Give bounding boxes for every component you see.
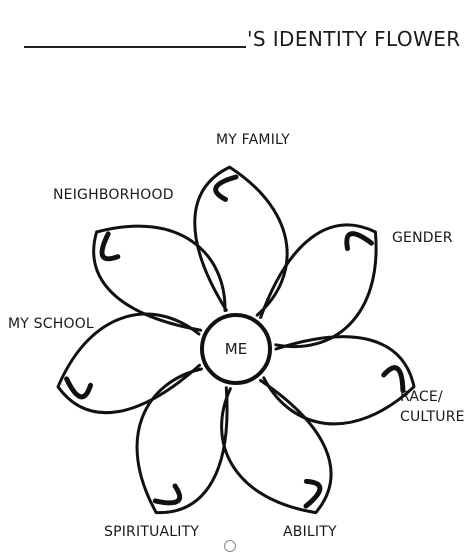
petal-outline-right bbox=[262, 335, 416, 426]
title-suffix: 'S IDENTITY FLOWER bbox=[247, 27, 461, 51]
petal-stroke-left bbox=[64, 376, 93, 400]
petal-label-spirituality: SPIRITUALITY bbox=[104, 524, 200, 540]
petal-stroke-bottom-right bbox=[303, 478, 323, 509]
petal-stroke-right bbox=[381, 365, 406, 394]
flower-petals bbox=[56, 165, 416, 515]
page-scroll-handle[interactable] bbox=[224, 540, 236, 552]
worksheet-title: 'S IDENTITY FLOWER bbox=[24, 22, 461, 52]
petal-outline-left bbox=[56, 312, 201, 415]
petal-outline-upper-right bbox=[259, 223, 378, 349]
petal-outline-upper-left bbox=[92, 224, 227, 332]
petal-label-race: RACE/ bbox=[400, 389, 443, 405]
petal-stroke-upper-right bbox=[344, 231, 374, 252]
name-blank-line[interactable] bbox=[24, 46, 246, 48]
petal-stroke-upper-left bbox=[99, 231, 121, 262]
petal-label-neighborhood: NEIGHBORHOOD bbox=[53, 187, 174, 203]
center-circle bbox=[200, 313, 272, 385]
center-label-me: ME bbox=[224, 340, 248, 358]
petal-label-culture: CULTURE bbox=[400, 409, 465, 425]
petal-outline-bottom-left bbox=[135, 367, 229, 515]
petal-stroke-top bbox=[213, 174, 239, 202]
petal-label-gender: GENDER bbox=[392, 230, 453, 246]
petal-outline-top bbox=[193, 165, 289, 317]
petal-stroke-bottom-left bbox=[152, 483, 182, 506]
petal-label-ability: ABILITY bbox=[283, 524, 337, 540]
petal-label-my-school: MY SCHOOL bbox=[8, 316, 94, 332]
petal-outline-bottom-right bbox=[220, 379, 333, 515]
petal-label-my-family: MY FAMILY bbox=[216, 132, 290, 148]
